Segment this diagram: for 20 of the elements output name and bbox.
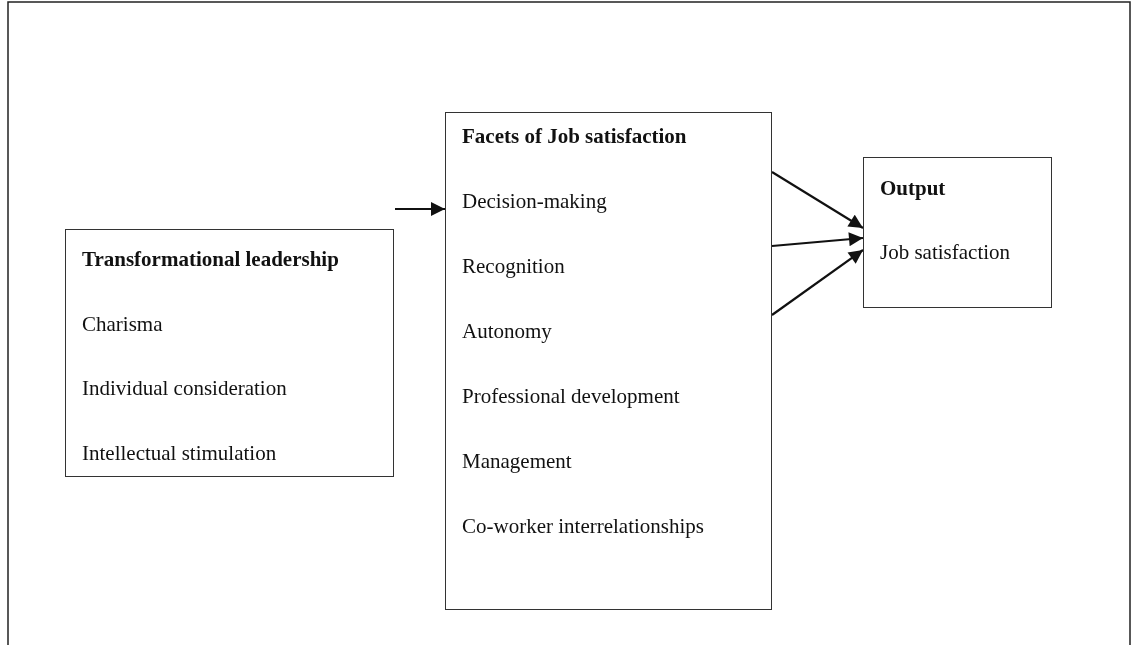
list-item: Individual consideration: [82, 376, 287, 400]
list-item: Recognition: [462, 254, 565, 278]
arrow: [395, 202, 445, 216]
arrow: [771, 232, 864, 248]
list-item: Autonomy: [462, 319, 552, 343]
list-item: Job satisfaction: [880, 240, 1011, 264]
list-item: Management: [462, 449, 572, 473]
text-box: [445, 112, 772, 610]
box-heading: Output: [880, 176, 946, 200]
arrow: [771, 249, 864, 316]
box-heading: Transformational leadership: [82, 247, 339, 271]
list-item: Co-worker interrelationships: [462, 514, 705, 538]
list-item: Decision-making: [462, 189, 607, 213]
text-box: [863, 157, 1052, 308]
text-box: [65, 229, 394, 477]
list-item: Professional development: [462, 384, 680, 408]
box-heading: Facets of Job satisfaction: [462, 124, 687, 148]
list-item: Intellectual stimulation: [82, 440, 277, 465]
arrow: [771, 171, 864, 229]
list-item: Charisma: [82, 311, 163, 336]
